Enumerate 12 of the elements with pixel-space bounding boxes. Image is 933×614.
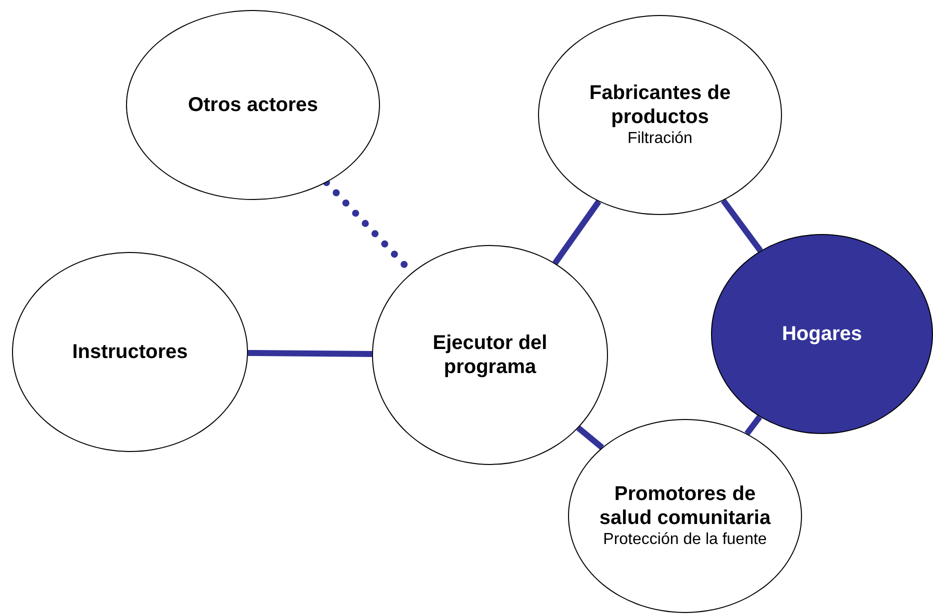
node-title: Fabricantes de productos [588,80,732,129]
node-subtitle: Protección de la fuente [603,530,767,550]
node-title: Hogares [782,322,862,346]
connector-line [248,350,372,358]
connector-line [744,414,762,436]
node-title: Ejecutor del programa [432,331,548,379]
connector-line [552,200,602,265]
connector-line [720,198,763,253]
node-title: Otros actores [188,93,318,117]
node-title: Instructores [72,340,188,364]
node-subtitle: Filtración [628,128,692,149]
node-title: Promotores de salud comunitaria [598,482,772,530]
